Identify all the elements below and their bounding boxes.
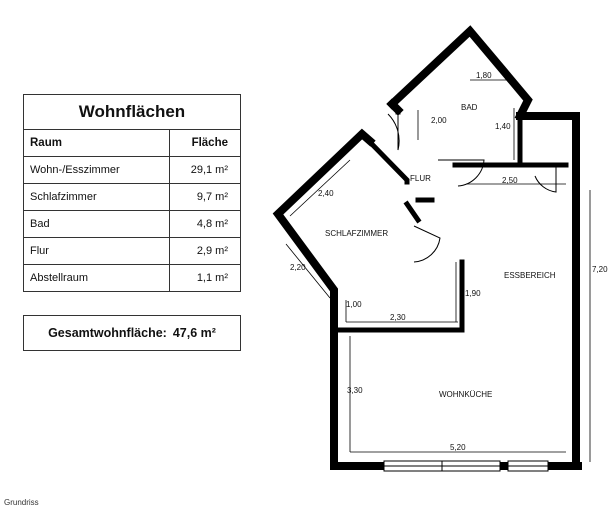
dim-kitchen-width: 5,20: [450, 443, 466, 452]
interior-walls: [331, 100, 569, 333]
total-area-box: Gesamtwohnfläche: 47,6 m²: [23, 315, 241, 351]
total-area-value: 47,6 m²: [172, 326, 216, 340]
door-schlaf-arc: [413, 225, 441, 263]
table-header-row: Raum Fläche: [23, 129, 241, 157]
door-storage-arc: [534, 166, 557, 193]
dim-schlaf-right: 1,90: [465, 289, 481, 298]
table-title: Wohnflächen: [23, 94, 241, 130]
bathroom-wall: [386, 25, 533, 122]
table-row: Bad 4,8 m²: [23, 210, 241, 238]
schlaf-flur-wall: [359, 131, 410, 185]
table-row: Schlafzimmer 9,7 m²: [23, 183, 241, 211]
column-header-room: Raum: [23, 129, 170, 157]
dim-schlaf-bottom: 2,30: [390, 313, 406, 322]
dim-bad-top: 1,80: [476, 71, 492, 80]
room-label-wohnkueche: WOHNKÜCHE: [439, 390, 492, 399]
table-title-row: Wohnflächen: [23, 94, 241, 130]
room-name: Abstellraum: [23, 264, 170, 292]
room-name: Wohn-/Esszimmer: [23, 156, 170, 184]
walls: [272, 25, 582, 470]
area-table: Wohnflächen Raum Fläche Wohn-/Esszimmer …: [23, 94, 241, 292]
table-row: Abstellraum 1,1 m²: [23, 264, 241, 292]
dim-bad-left: 2,00: [431, 116, 447, 125]
room-label-flur: FLUR: [410, 174, 431, 183]
dim-kitchen-left: 3,30: [347, 386, 363, 395]
room-area: 9,7 m²: [169, 183, 241, 211]
caption: Grundriss: [4, 498, 39, 507]
dim-schlaf-left: 2,20: [290, 263, 306, 272]
table-row: Flur 2,9 m²: [23, 237, 241, 265]
dim-flur-width: 2,50: [502, 176, 518, 185]
dim-bad-right: 1,40: [495, 122, 511, 131]
room-label-bad: BAD: [461, 103, 478, 112]
bottom-windows: [383, 460, 549, 472]
room-area: 1,1 m²: [169, 264, 241, 292]
dimension-lines: [285, 79, 591, 462]
dim-schlaf-top: 2,40: [318, 189, 334, 198]
dim-total-height: 7,20: [592, 265, 608, 274]
room-area: 2,9 m²: [169, 237, 241, 265]
room-label-schlafzimmer: SCHLAFZIMMER: [325, 229, 388, 238]
door-flur-arc: [456, 159, 485, 187]
total-area-label: Gesamtwohnfläche:: [48, 326, 167, 340]
right-wall-upper: [516, 112, 580, 189]
room-name: Bad: [23, 210, 170, 238]
dim-schlaf-lower: 1,00: [346, 300, 362, 309]
room-label-essbereich: ESSBEREICH: [504, 271, 556, 280]
table-row: Wohn-/Esszimmer 29,1 m²: [23, 156, 241, 184]
schlaf-flur-wall-b: [403, 200, 422, 224]
room-name: Flur: [23, 237, 170, 265]
room-area: 29,1 m²: [169, 156, 241, 184]
door-bath-arc: [387, 112, 400, 151]
room-area: 4,8 m²: [169, 210, 241, 238]
doors: [387, 112, 557, 263]
